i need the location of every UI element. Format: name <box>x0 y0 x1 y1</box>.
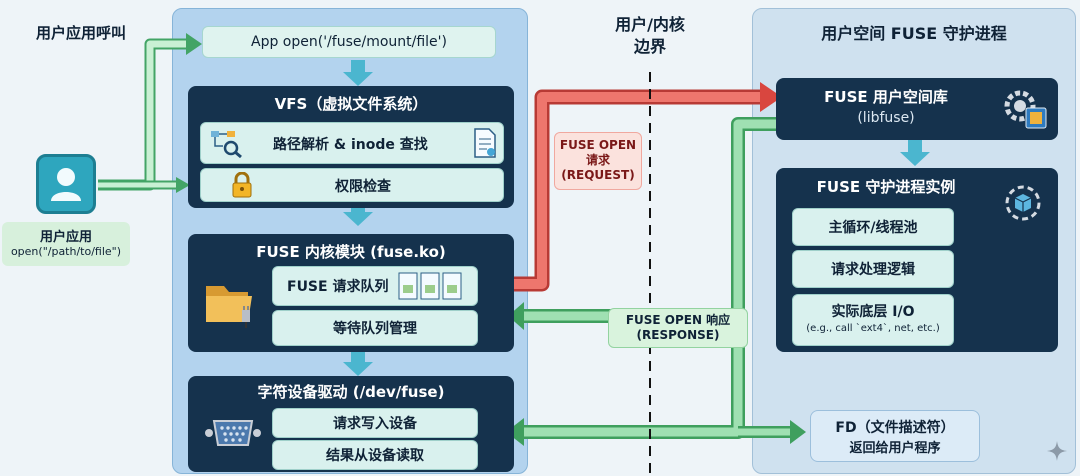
queue-docs-icon <box>398 272 462 300</box>
request-arrow <box>512 89 762 292</box>
app-call-arrowhead <box>186 33 202 55</box>
boundary-title-line2: 边界 <box>633 37 666 56</box>
vfs-block: VFS（虚拟文件系统） 路径解析 & inode 查找 权限检查 <box>188 86 514 208</box>
fd-line2: 返回给用户程序 <box>849 441 941 456</box>
daemon-request-logic[interactable]: 请求处理逻辑 <box>792 250 954 288</box>
fuse-request-queue-label: FUSE 请求队列 <box>287 279 389 295</box>
request-tag-line1: FUSE OPEN <box>559 138 637 152</box>
write-request-device[interactable]: 请求写入设备 <box>272 408 478 438</box>
daemon-cycle-icon <box>1005 185 1041 221</box>
actual-io-label: 实际底层 I/O <box>831 304 915 320</box>
char-device-block: 字符设备驱动 (/dev/fuse) 请求写入设备 结果从设备读取 <box>188 376 514 472</box>
actual-io-sub: (e.g., call `ext4`, net, etc.) <box>806 323 940 334</box>
boundary-title: 用户/内核 边界 <box>598 14 702 58</box>
libfuse-sub: (libfuse) <box>857 110 915 126</box>
lock-icon <box>232 172 252 198</box>
vfs-permission-check[interactable]: 权限检查 <box>200 168 504 202</box>
request-logic-label: 请求处理逻辑 <box>831 262 915 278</box>
sparkle-icon <box>1047 441 1067 461</box>
user-app-card: 用户应用 open("/path/to/file") <box>2 222 130 266</box>
lib-to-daemon-arrow <box>900 140 930 166</box>
vga-connector-icon <box>205 420 261 446</box>
write-request-label: 请求写入设备 <box>333 416 417 432</box>
libfuse-block: FUSE 用户空间库 (libfuse) <box>776 78 1058 140</box>
request-arrowhead <box>760 82 782 112</box>
app-open-box[interactable]: App open('/fuse/mount/file') <box>202 26 496 58</box>
vfs-path-lookup[interactable]: 路径解析 & inode 查找 <box>200 122 504 164</box>
char-device-title: 字符设备驱动 (/dev/fuse) <box>257 382 445 401</box>
fuse-kernel-title: FUSE 内核模块 (fuse.ko) <box>256 242 446 261</box>
main-loop-label: 主循环/线程池 <box>828 220 918 236</box>
fuse-request-queue[interactable]: FUSE 请求队列 <box>272 266 478 306</box>
vfs-permission-label: 权限检查 <box>335 179 391 195</box>
path-search-icon <box>211 131 242 158</box>
read-result-device[interactable]: 结果从设备读取 <box>272 440 478 470</box>
user-app-label: 用户应用 <box>39 230 92 245</box>
response-tag-line1: FUSE OPEN 响应 <box>625 313 731 327</box>
fuse-kernel-block: FUSE 内核模块 (fuse.ko) FUSE 请求队列 等待队列管理 <box>188 234 514 352</box>
vfs-title: VFS（虚拟文件系统） <box>274 94 428 113</box>
boundary-title-line1: 用户/内核 <box>615 15 685 34</box>
daemon-title: FUSE 守护进程实例 <box>816 178 956 196</box>
app-call-arrow <box>98 38 186 191</box>
response-tag-line2: (RESPONSE) <box>636 328 720 342</box>
fd-line1: FD（文件描述符） <box>835 420 955 436</box>
document-icon <box>474 128 496 158</box>
fuse-wait-queue[interactable]: 等待队列管理 <box>272 310 478 346</box>
daemon-actual-io[interactable]: 实际底层 I/O (e.g., call `ext4`, net, etc.) <box>792 294 954 346</box>
user-app-code: open("/path/to/file") <box>10 245 122 258</box>
request-tag: FUSE OPEN 请求 (REQUEST) <box>554 132 642 190</box>
request-tag-line2: 请求 <box>585 153 610 167</box>
fd-arrowhead <box>790 420 806 444</box>
libfuse-title: FUSE 用户空间库 <box>824 88 948 106</box>
user-app-icon[interactable] <box>36 154 96 214</box>
fd-return-box[interactable]: FD（文件描述符） 返回给用户程序 <box>810 410 980 462</box>
response-tag: FUSE OPEN 响应 (RESPONSE) <box>608 308 748 348</box>
user-space-title: 用户空间 FUSE 守护进程 <box>821 24 1007 43</box>
daemon-block: FUSE 守护进程实例 主循环/线程池 请求处理逻辑 实际底层 I/O (e.g… <box>776 168 1058 352</box>
library-gear-icon <box>1004 90 1047 129</box>
daemon-main-loop[interactable]: 主循环/线程池 <box>792 208 954 246</box>
fuse-wait-queue-label: 等待队列管理 <box>333 321 417 337</box>
read-result-label: 结果从设备读取 <box>326 448 424 464</box>
request-tag-line3: (REQUEST) <box>561 168 635 182</box>
folder-plug-icon <box>206 286 252 328</box>
user-app-call-title: 用户应用呼叫 <box>36 24 127 42</box>
response-arrowhead <box>508 302 524 330</box>
vfs-path-lookup-label: 路径解析 & inode 查找 <box>273 137 428 153</box>
